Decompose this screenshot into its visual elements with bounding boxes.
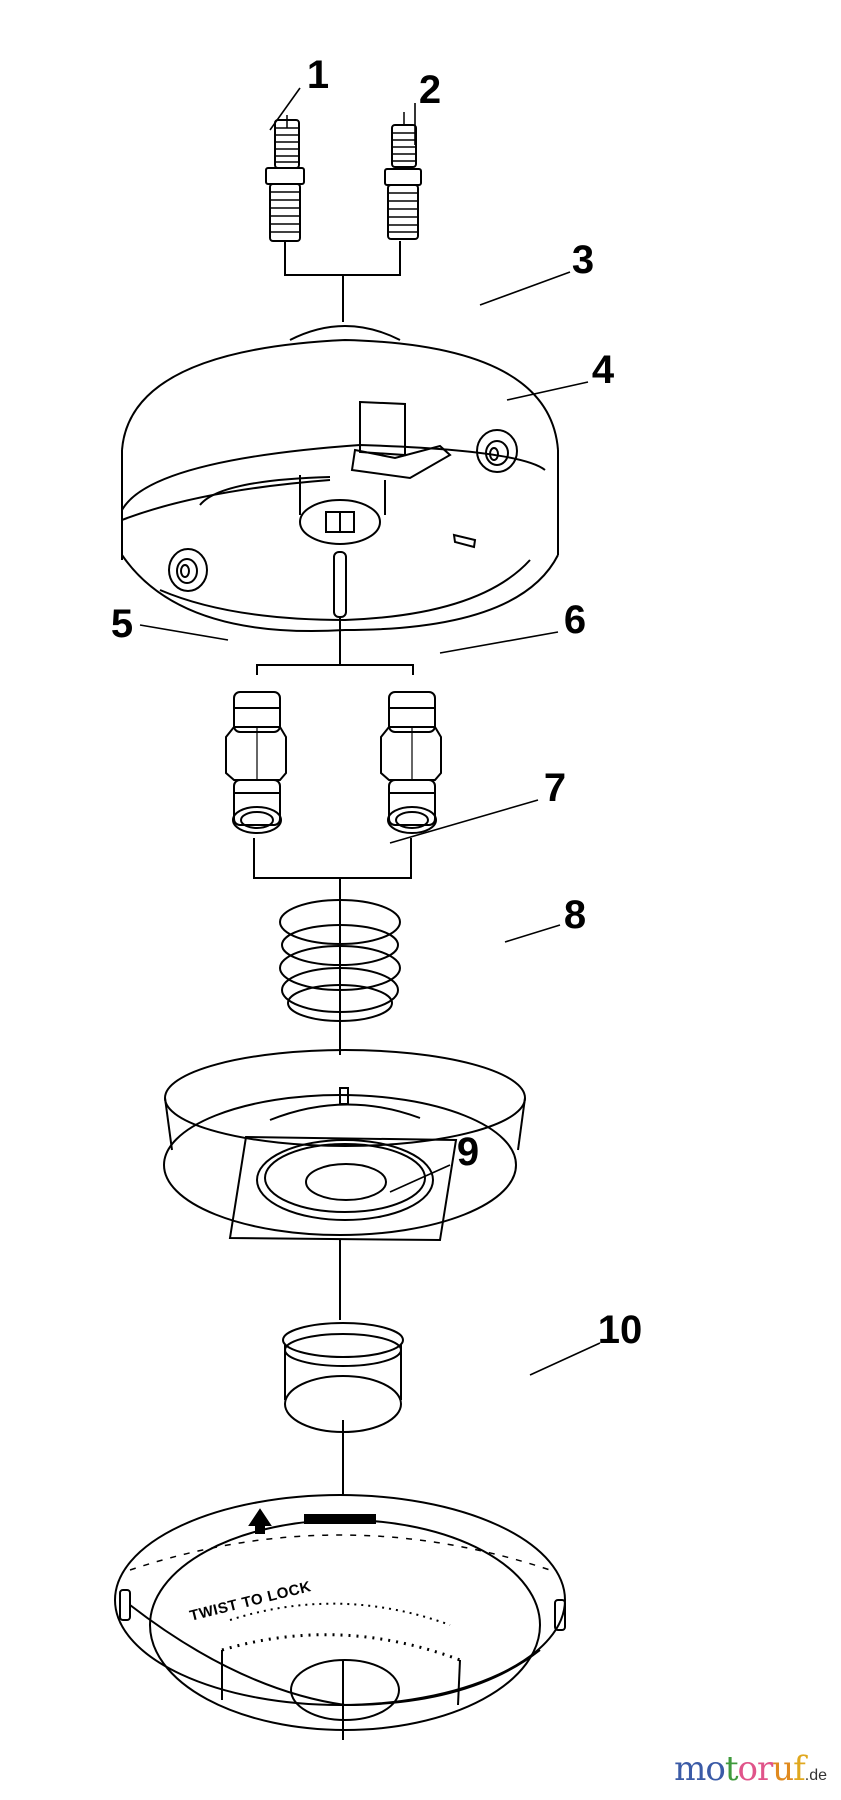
watermark-logo: motoruf.de (674, 1752, 827, 1786)
watermark-letter: t (724, 1749, 739, 1789)
watermark-letter: o (705, 1749, 726, 1789)
part-8-spool (163, 1049, 526, 1242)
callout-10: 10 (597, 1308, 643, 1352)
part-2-threaded-stud (384, 112, 422, 240)
part-1-threaded-stud (265, 115, 305, 242)
watermark-letter: u (772, 1749, 794, 1789)
watermark-letter: o (737, 1749, 759, 1789)
callout-1: 1 (306, 53, 330, 97)
part-5-adapter (225, 691, 287, 834)
watermark-letter: f (793, 1749, 806, 1789)
part-3-spool-housing (121, 325, 559, 633)
part-6-adapter (380, 691, 442, 834)
callout-7: 7 (543, 766, 567, 810)
callout-6: 6 (563, 598, 587, 642)
part-9-bump-knob (282, 1322, 404, 1433)
callout-4: 4 (591, 348, 615, 392)
callout-8: 8 (563, 893, 587, 937)
part-7-spring (279, 899, 401, 1022)
watermark-letter: r (756, 1749, 773, 1789)
watermark-tld: .de (804, 1767, 827, 1784)
callout-3: 3 (571, 238, 595, 282)
callout-5: 5 (110, 602, 134, 646)
callout-2: 2 (418, 68, 442, 112)
part-10-cover (114, 1494, 566, 1731)
callout-9: 9 (456, 1130, 480, 1174)
watermark-letter: m (674, 1749, 706, 1789)
leader-lines (139, 87, 601, 1376)
part-4-eyelet (476, 429, 518, 473)
